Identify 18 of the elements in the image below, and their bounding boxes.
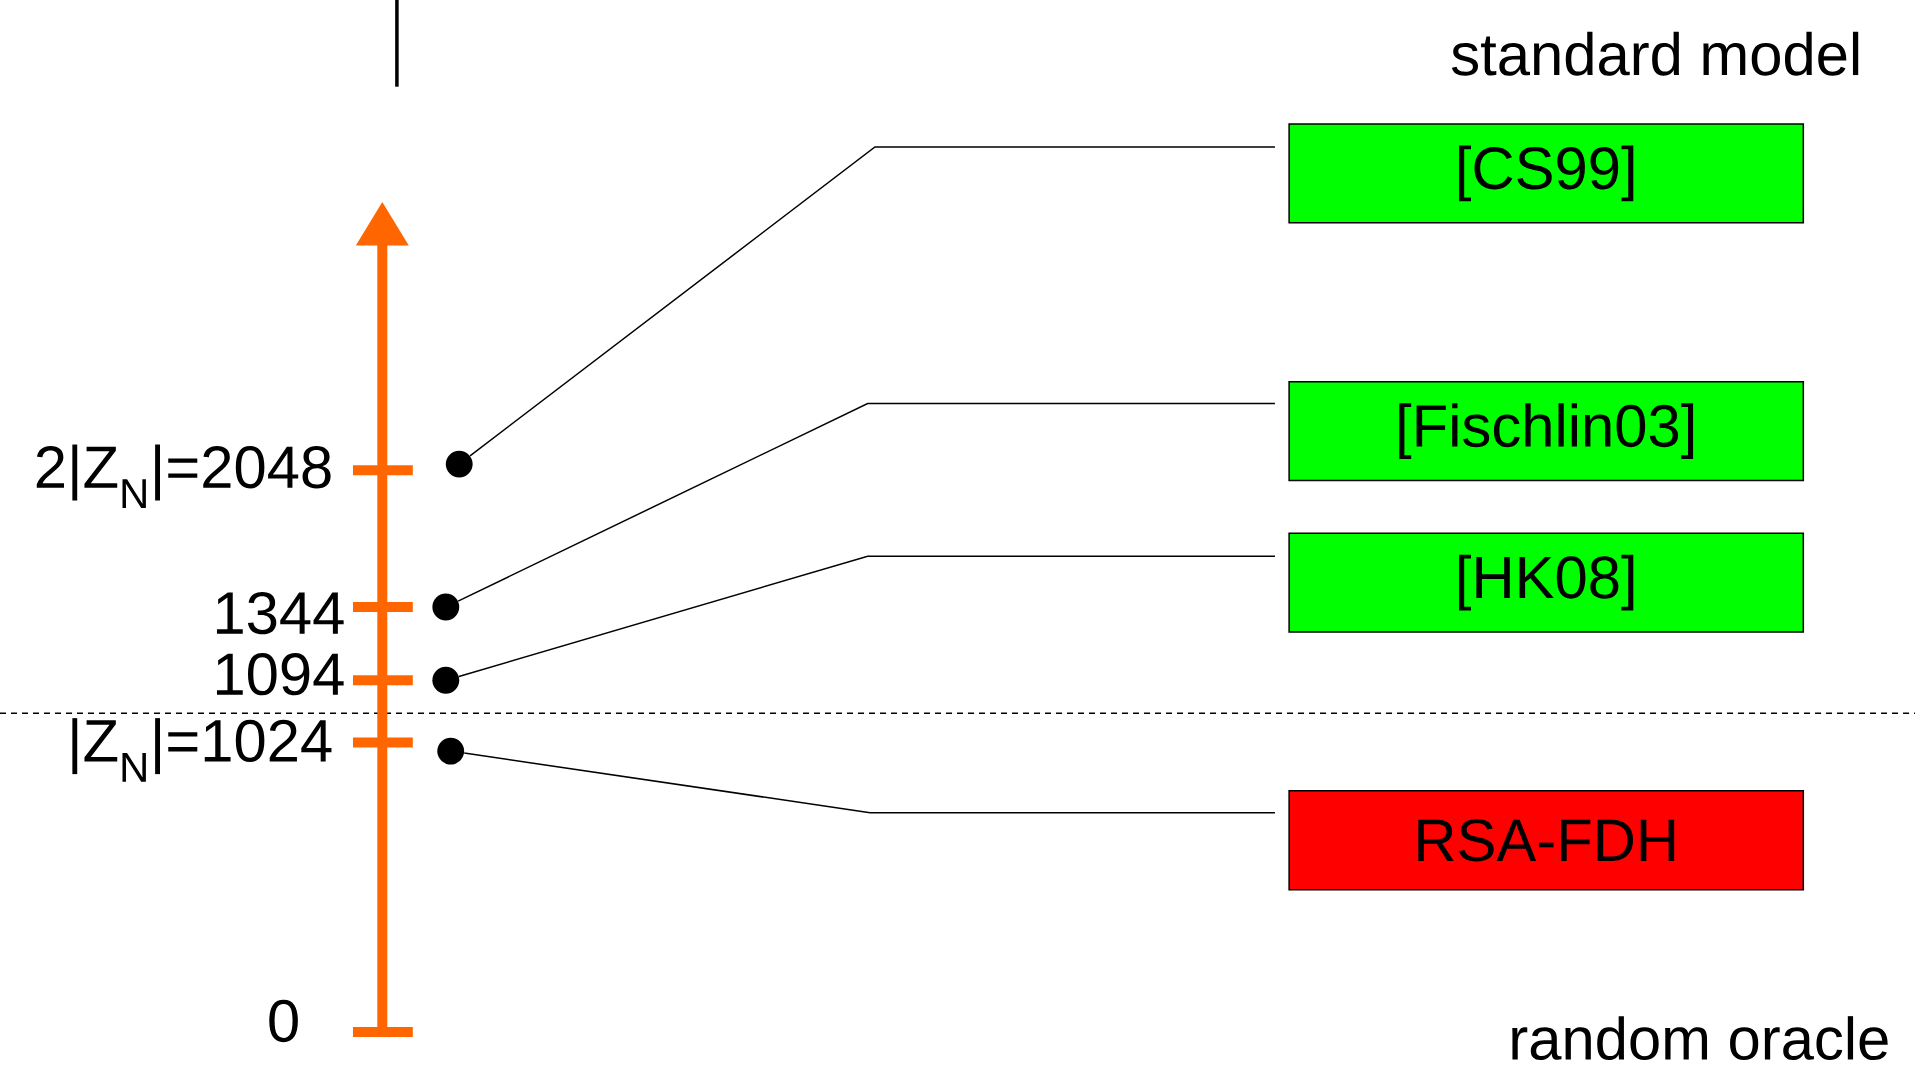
tick-label: 2|Z$_{N}$|=2048 bbox=[36, 444, 331, 509]
dot bbox=[445, 450, 473, 478]
dot bbox=[432, 593, 460, 621]
dot bbox=[437, 737, 465, 765]
leader-line bbox=[458, 555, 1276, 678]
reference-box: RSA-FDH bbox=[1288, 790, 1805, 891]
tick-label: 1344 bbox=[216, 591, 344, 635]
tick-label: 1094 bbox=[216, 653, 344, 696]
dot bbox=[432, 666, 460, 694]
reference-box: [HK08] bbox=[1288, 532, 1805, 633]
tick-label: 0 bbox=[269, 999, 298, 1043]
leader-line bbox=[457, 402, 1276, 602]
leader-line bbox=[469, 146, 1276, 457]
reference-box: [Fischlin03] bbox=[1288, 380, 1805, 482]
axis-end-label: random oracle bbox=[1512, 1016, 1888, 1061]
tick-label: |Z$_{N}$|=1024 bbox=[72, 718, 332, 782]
reference-box: [CS99] bbox=[1288, 123, 1805, 224]
leader-line bbox=[463, 752, 1276, 814]
